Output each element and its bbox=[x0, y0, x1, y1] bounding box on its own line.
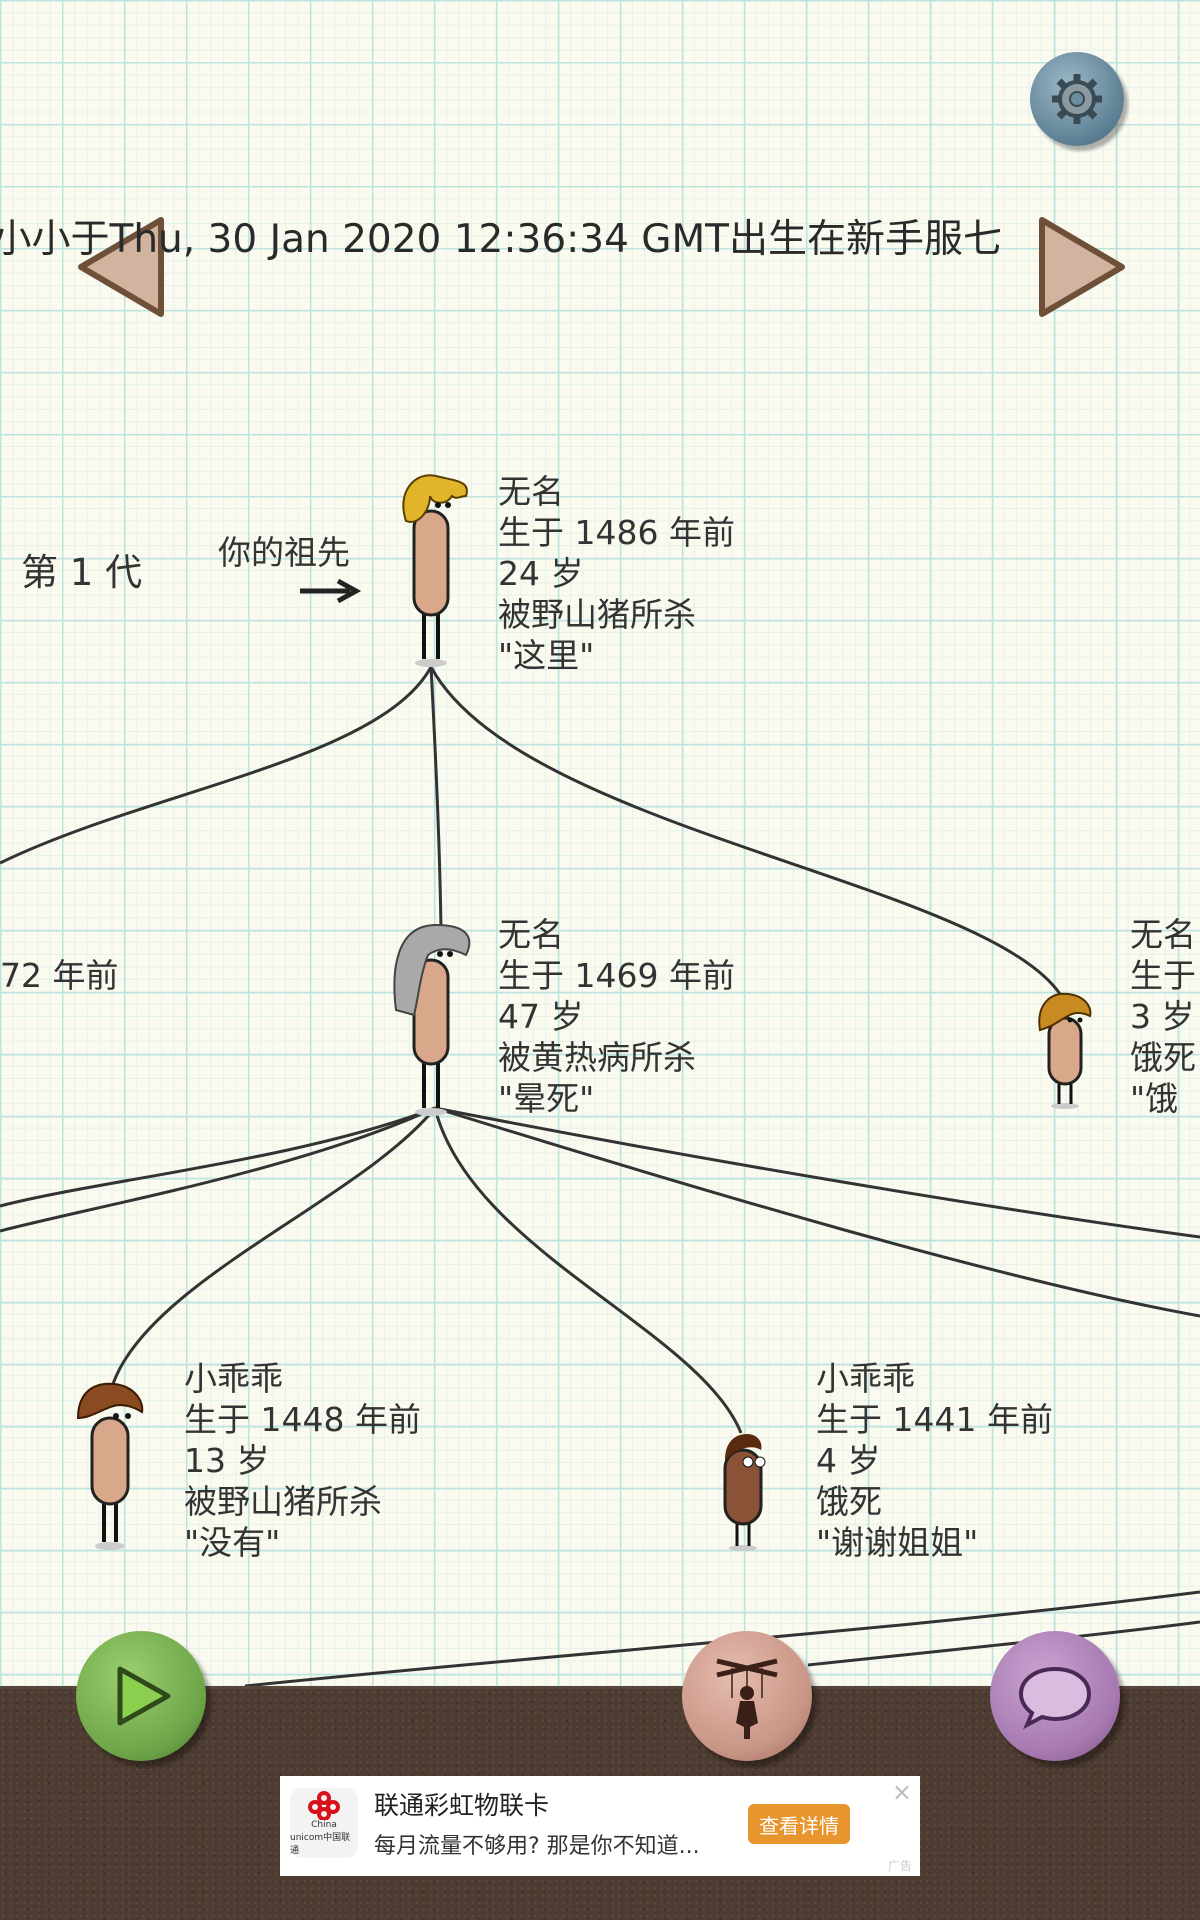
person-node-3[interactable] bbox=[1032, 990, 1098, 1114]
person-age: 13 岁 bbox=[184, 1441, 270, 1480]
person-death: 被野山猪所杀 bbox=[498, 595, 696, 634]
person-last-words: "晕死" bbox=[498, 1079, 595, 1118]
person-last-words: "谢谢姐姐" bbox=[816, 1523, 979, 1562]
person-death: 被野山猪所杀 bbox=[184, 1482, 382, 1521]
person-born: 生于 bbox=[1130, 956, 1196, 995]
left-arrow-icon bbox=[78, 217, 164, 317]
person-figure-icon bbox=[402, 474, 468, 667]
person-node-5[interactable] bbox=[710, 1430, 776, 1556]
person-name: 无名 bbox=[1130, 915, 1196, 954]
person-age: 24 岁 bbox=[498, 554, 584, 593]
person-name: 小乖乖 bbox=[816, 1359, 915, 1398]
person-death: 被黄热病所杀 bbox=[498, 1038, 696, 1077]
person-age: 4 岁 bbox=[816, 1441, 881, 1480]
person-node-4[interactable] bbox=[74, 1378, 146, 1554]
person-figure-icon bbox=[76, 1382, 144, 1550]
person-name: 无名 bbox=[498, 915, 564, 954]
person-node-2[interactable] bbox=[386, 920, 476, 1120]
person-death: 饿死 bbox=[1130, 1038, 1196, 1077]
logo-text: China bbox=[311, 1820, 337, 1830]
unicom-knot-icon bbox=[308, 1791, 340, 1820]
person-death: 饿死 bbox=[816, 1482, 882, 1521]
ad-close-icon[interactable]: × bbox=[891, 1778, 912, 1806]
chat-bubble-icon bbox=[1018, 1666, 1092, 1730]
person-age: 3 岁 bbox=[1130, 997, 1195, 1036]
ad-title: 联通彩虹物联卡 bbox=[374, 1791, 550, 1820]
puppet-button[interactable] bbox=[682, 1631, 812, 1761]
person-figure-icon bbox=[393, 923, 471, 1116]
gear-icon bbox=[1052, 74, 1102, 124]
birth-info-text: 小小于Thu, 30 Jan 2020 12:36:34 GMT出生在新手服七 bbox=[0, 217, 1002, 262]
person-born: 生于 1448 年前 bbox=[184, 1400, 421, 1439]
play-icon bbox=[117, 1666, 171, 1726]
play-button[interactable] bbox=[76, 1631, 206, 1761]
person-age: 47 岁 bbox=[498, 997, 584, 1036]
logo-text: unicom中国联通 bbox=[290, 1833, 351, 1856]
right-arrow-icon bbox=[1039, 217, 1125, 317]
chat-button[interactable] bbox=[990, 1631, 1120, 1761]
person-figure-icon bbox=[723, 1434, 766, 1551]
settings-button[interactable] bbox=[1030, 52, 1124, 146]
person-born: 生于 1469 年前 bbox=[498, 956, 735, 995]
person-born: 生于 1486 年前 bbox=[498, 513, 735, 552]
ad-description: 每月流量不够用? 那是你不知道... bbox=[374, 1834, 700, 1859]
ancestor-label: 你的祖先 bbox=[218, 533, 350, 572]
person-born: 生于 1441 年前 bbox=[816, 1400, 1053, 1439]
person-figure-icon bbox=[1038, 992, 1092, 1109]
person-last-words: "这里" bbox=[498, 636, 595, 675]
person-node-1[interactable] bbox=[386, 471, 476, 671]
ad-details-button[interactable]: 查看详情 bbox=[748, 1804, 850, 1844]
ad-logo: China unicom中国联通 bbox=[290, 1788, 358, 1858]
partial-node-text: 72 年前 bbox=[0, 956, 119, 995]
person-name: 无名 bbox=[498, 472, 564, 511]
ancestor-arrow-icon bbox=[300, 578, 362, 604]
generation-label: 第 1 代 bbox=[21, 551, 143, 594]
person-last-words: "饿 bbox=[1130, 1079, 1179, 1118]
ad-banner[interactable]: China unicom中国联通 联通彩虹物联卡 每月流量不够用? 那是你不知道.… bbox=[280, 1776, 920, 1876]
person-last-words: "没有" bbox=[184, 1523, 281, 1562]
ad-tag: 广告 bbox=[887, 1859, 912, 1873]
next-arrow-button[interactable] bbox=[1032, 212, 1132, 322]
puppet-icon bbox=[716, 1658, 778, 1739]
previous-arrow-button[interactable] bbox=[73, 212, 173, 322]
person-name: 小乖乖 bbox=[184, 1359, 283, 1398]
